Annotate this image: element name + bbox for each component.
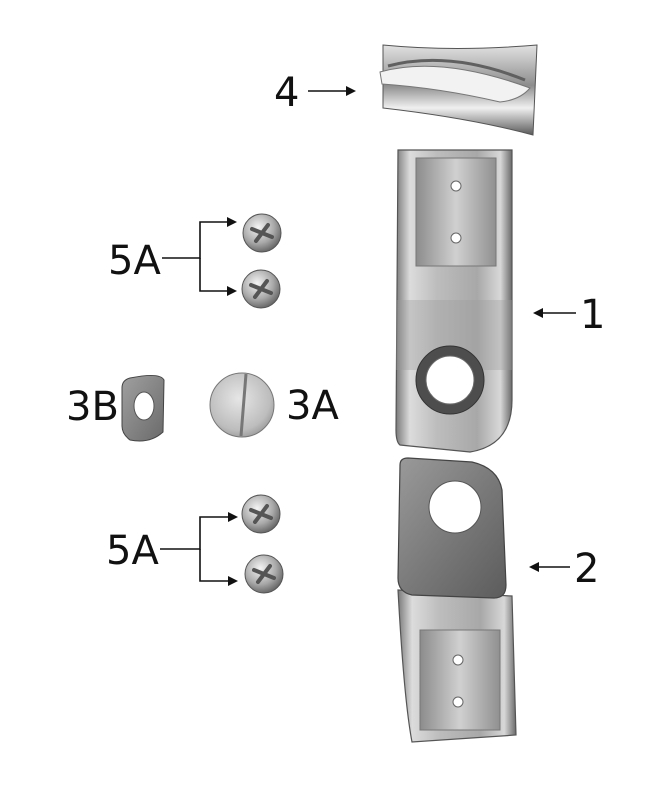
label-part-3b: 3B <box>66 384 119 430</box>
part-4-clip <box>379 44 538 136</box>
screw-5a-top-2 <box>241 269 281 309</box>
screw-5a-bottom-2 <box>244 554 284 594</box>
leader-part-2 <box>529 562 570 572</box>
part-3b-washer <box>121 374 165 442</box>
leader-part-4 <box>308 86 356 96</box>
screw-5a-bottom-1 <box>241 494 281 534</box>
leader-part-1 <box>533 308 576 318</box>
leader-part-5a-bottom <box>160 512 238 586</box>
part-1-upper-bracket <box>395 149 513 453</box>
label-part-1: 1 <box>580 292 605 338</box>
label-part-5a-bottom: 5A <box>106 528 159 574</box>
label-part-4: 4 <box>274 70 299 116</box>
label-part-3a: 3A <box>286 383 339 429</box>
leader-part-5a-top <box>162 217 237 296</box>
label-part-5a-top: 5A <box>108 238 161 284</box>
label-part-2: 2 <box>574 546 599 592</box>
part-3a-disc <box>209 372 275 438</box>
screw-5a-top-1 <box>242 213 282 253</box>
part-2-lower-bracket <box>397 457 517 743</box>
